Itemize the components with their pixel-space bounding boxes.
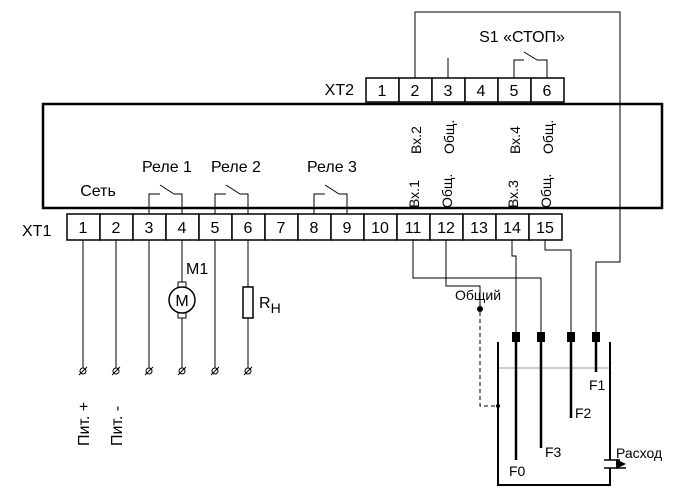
xt2-terminal-block: 1 2 3 4 5 6 [365, 77, 565, 103]
supply-plus-label: Пит. + [76, 402, 93, 446]
relay1-label: Реле 1 [142, 159, 192, 176]
wire-xt1-11 [412, 240, 542, 334]
outflow-arrow-icon [604, 459, 626, 469]
relay3-label: Реле 3 [307, 159, 357, 176]
xt2-number: 5 [510, 83, 519, 100]
xt1-input-label: Общ. [538, 174, 554, 208]
xt2-input-label: Общ. [441, 120, 457, 154]
supply-minus-label: Пит. - [109, 406, 126, 446]
xt2-terminal-1 [365, 77, 400, 103]
xt2-number: 2 [411, 83, 420, 100]
xt2-number: 3 [444, 83, 453, 100]
xt1-number: 11 [405, 220, 422, 237]
xt1-number: 14 [503, 220, 521, 237]
electrode-head-f1 [592, 332, 600, 342]
xt1-number: 6 [244, 220, 253, 237]
xt1-terminal-1 [66, 213, 101, 241]
xt1-number: 4 [178, 220, 187, 237]
f2-label: F2 [575, 405, 592, 421]
motor-ref-label: М1 [186, 261, 208, 278]
xt1-label: XT1 [22, 223, 51, 240]
wire-xt1-15 [544, 240, 572, 334]
xt2-number: 4 [477, 83, 486, 100]
xt2-terminal-6 [530, 77, 565, 103]
xt1-number: 5 [211, 220, 220, 237]
relay2-contact-icon [214, 184, 249, 214]
xt1-input-label: Вх.1 [406, 180, 422, 208]
xt1-terminal-block: 1 2 3 4 5 6 7 8 9 10 11 12 13 14 15 [66, 213, 563, 241]
wire-xt1-12 [445, 240, 481, 307]
power-label: Сеть [80, 183, 116, 200]
xt1-number: 15 [536, 220, 554, 237]
xt1-terminal-8 [297, 213, 332, 241]
xt1-number: 10 [371, 220, 389, 237]
resistor-icon [242, 286, 254, 319]
xt1-number: 3 [145, 220, 154, 237]
xt1-number: 9 [343, 220, 352, 237]
stop-switch-icon [513, 51, 548, 78]
xt2-input-label: Вх.4 [507, 126, 523, 154]
wire-xt2-2 [414, 11, 621, 334]
xt2-number: 6 [543, 83, 552, 100]
electrode-head-f0 [512, 332, 520, 342]
common-node [477, 306, 483, 312]
resistor-label: RН [259, 295, 281, 316]
xt1-number: 13 [470, 220, 488, 237]
stop-switch-label: S1 «СТОП» [479, 29, 565, 46]
xt1-terminal-11 [396, 213, 431, 241]
relay2-label: Реле 2 [211, 159, 261, 176]
outflow-label: Расход [616, 445, 662, 461]
supply-terminal-icons [78, 366, 253, 376]
tank [497, 342, 611, 486]
common-dashed-line [479, 312, 498, 407]
electrode-head-f2 [567, 332, 575, 342]
xt1-terminal-15 [528, 213, 563, 241]
common-label: Общий [455, 287, 501, 303]
f3-label: F3 [545, 444, 562, 460]
device-body [41, 102, 664, 210]
xt2-label: XT2 [325, 82, 354, 99]
xt2-number: 1 [378, 83, 387, 100]
xt1-terminal-9 [330, 213, 365, 241]
xt1-number: 7 [277, 220, 286, 237]
xt1-input-label: Общ. [439, 174, 455, 208]
xt2-input-label: Вх.2 [408, 126, 424, 154]
xt1-number: 12 [437, 220, 455, 237]
f0-label: F0 [509, 463, 526, 479]
relay3-contact-icon [313, 184, 348, 214]
xt1-input-label: Вх.3 [505, 180, 521, 208]
xt2-input-label: Общ. [540, 120, 556, 154]
xt1-terminal-14 [495, 213, 530, 241]
xt2-terminal-2 [398, 77, 433, 103]
wire-xt1-14 [511, 240, 517, 334]
motor-icon [168, 281, 196, 319]
relay1-contact-icon [148, 184, 183, 214]
xt1-terminal-10 [363, 213, 398, 241]
xt1-number: 2 [112, 220, 121, 237]
f1-label: F1 [589, 377, 606, 393]
xt1-number: 1 [79, 220, 88, 237]
xt1-number: 8 [310, 220, 319, 237]
motor-symbol: М [175, 293, 188, 310]
electrode-head-f3 [537, 332, 545, 342]
